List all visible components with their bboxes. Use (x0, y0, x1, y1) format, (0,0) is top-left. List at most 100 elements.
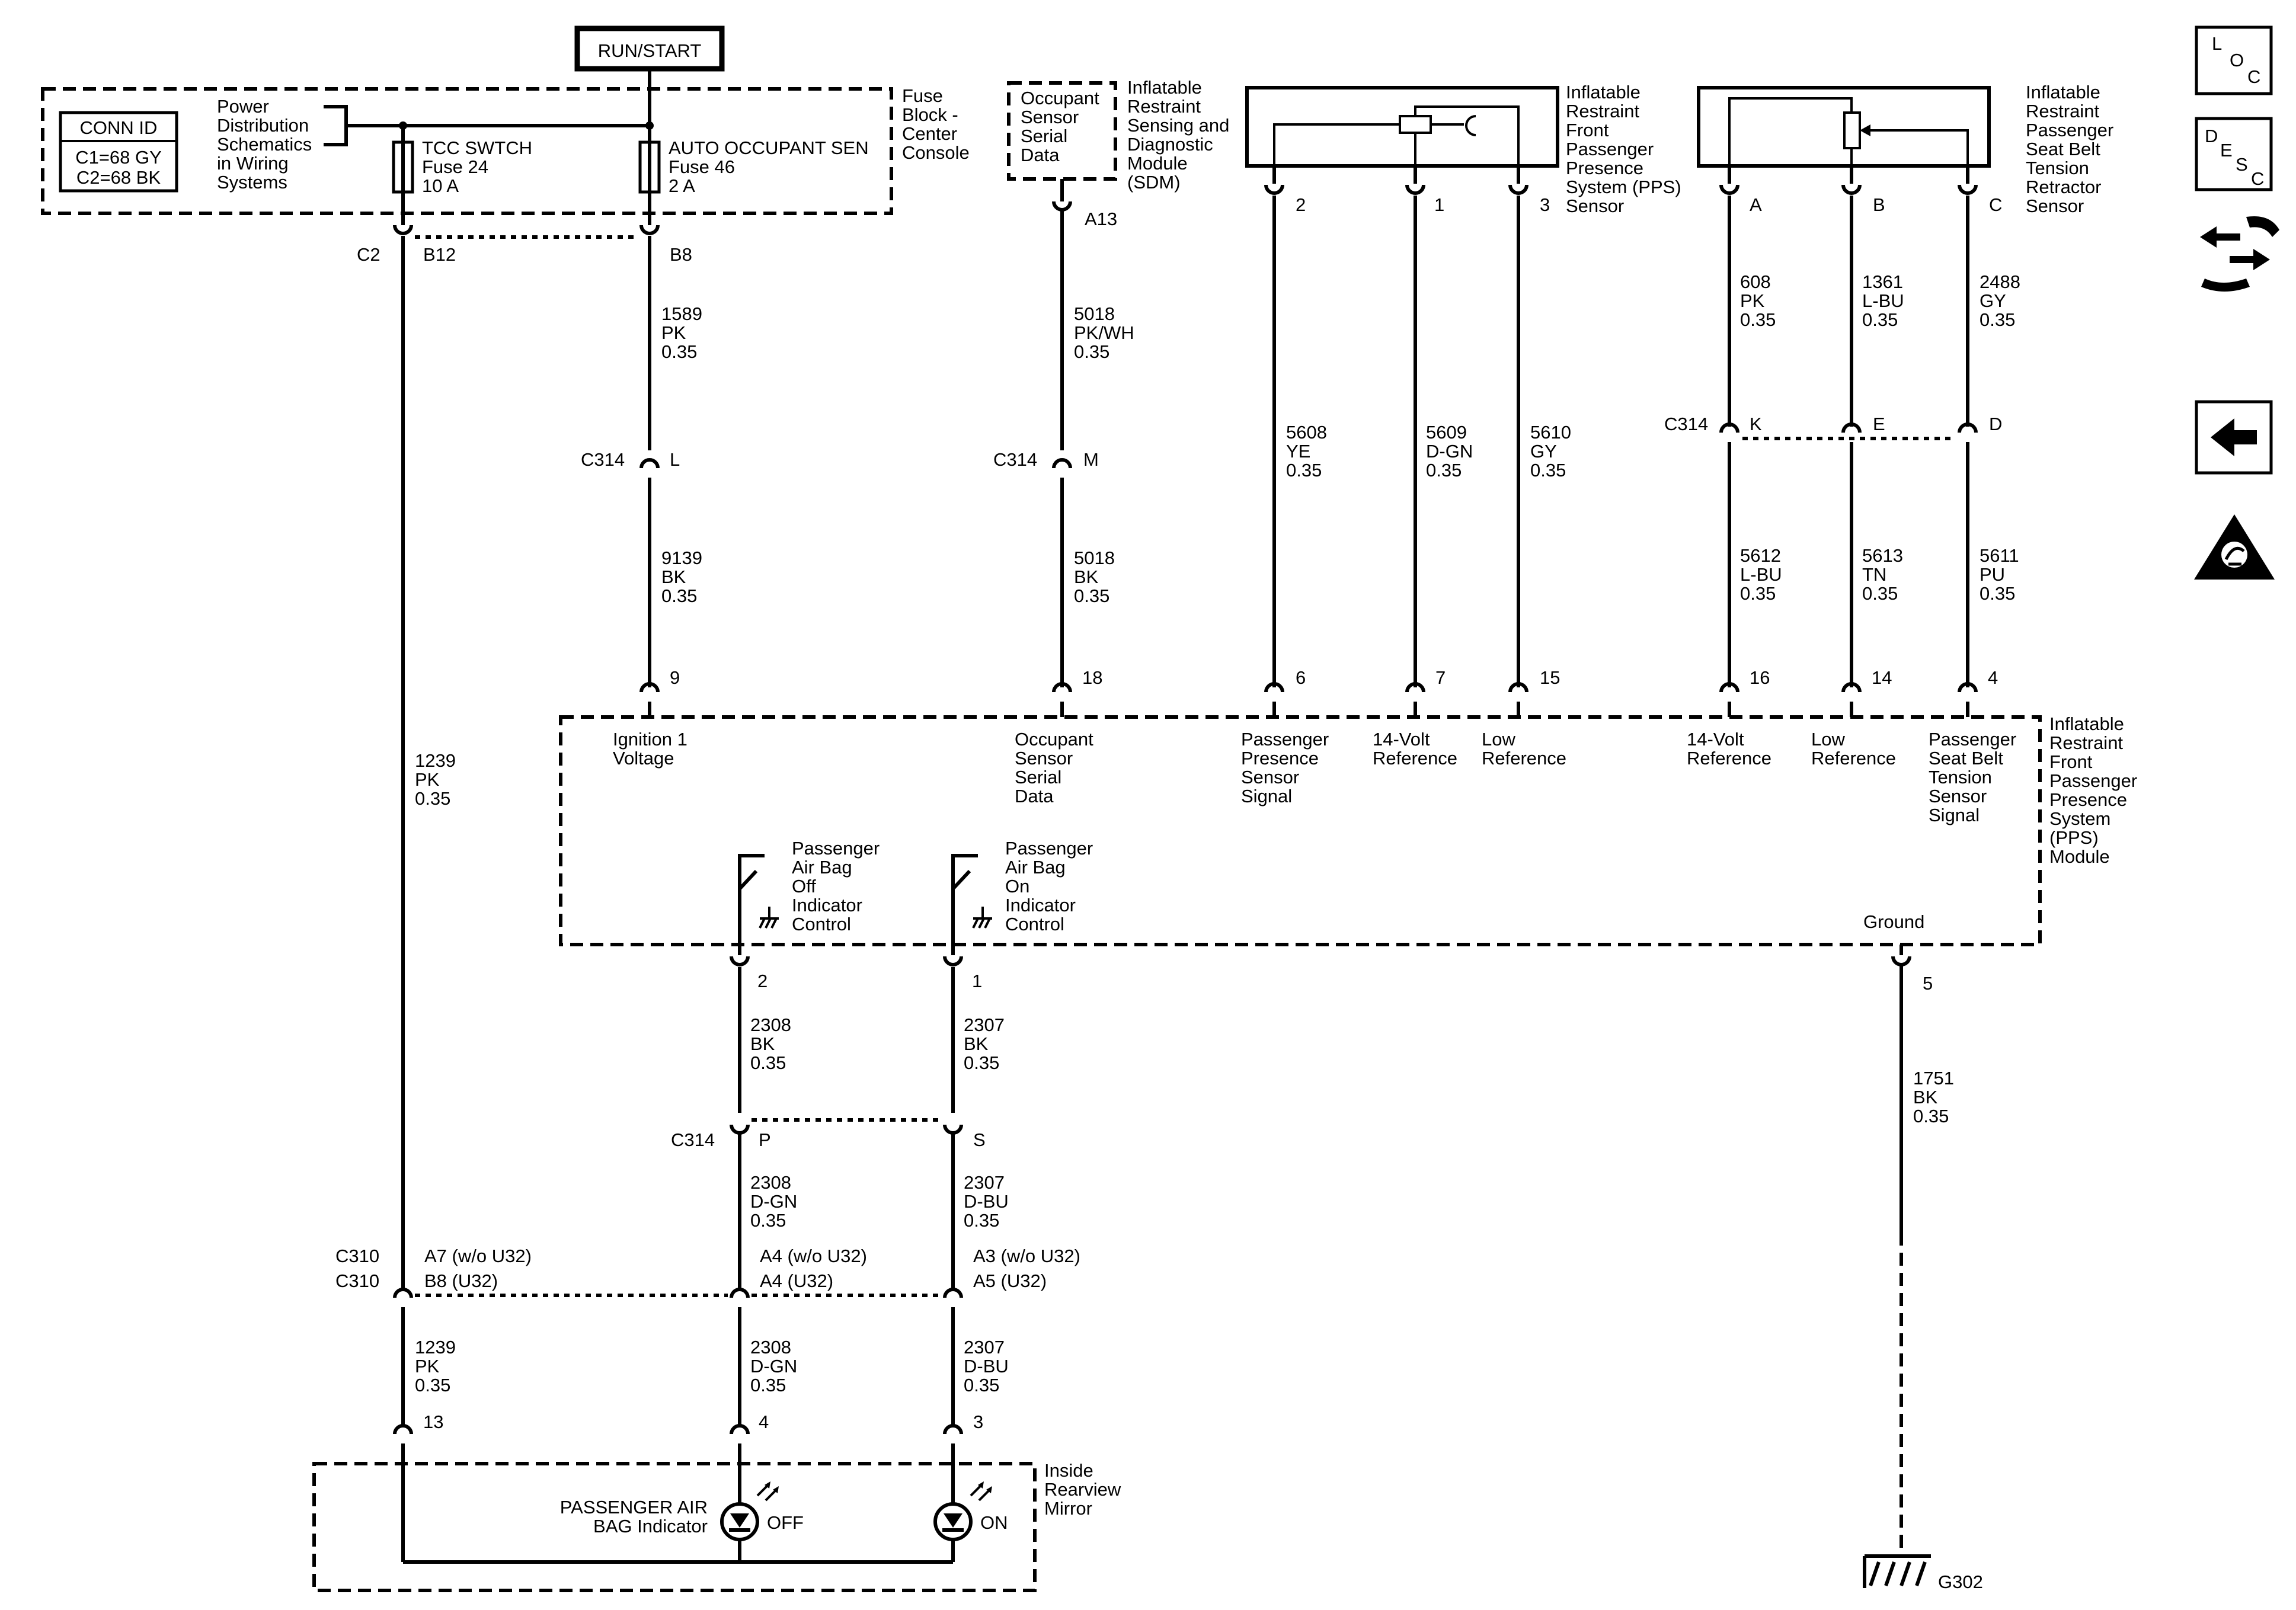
svg-text:Occupant: Occupant (1021, 88, 1099, 108)
module-ref14-b-label: 14-Volt Reference (1687, 729, 1771, 769)
svg-text:Signal: Signal (1929, 805, 1980, 825)
sensor-pin-3: 3 (1540, 194, 1550, 215)
wire-1239-lower-label: 1239 PK 0.35 (415, 1337, 456, 1395)
fuse-block-outline (41, 87, 893, 215)
svg-text:PK: PK (1740, 290, 1765, 311)
svg-text:Ignition 1: Ignition 1 (613, 729, 687, 750)
svg-text:Data: Data (1021, 145, 1060, 165)
svg-text:0.35: 0.35 (964, 1210, 999, 1231)
svg-text:Retractor: Retractor (2026, 177, 2101, 197)
back-arrow-icon[interactable] (2195, 400, 2273, 475)
svg-text:14-Volt: 14-Volt (1687, 729, 1744, 750)
mirror-name: Inside Rearview Mirror (1044, 1460, 1121, 1519)
svg-text:BK: BK (661, 566, 686, 587)
power-distribution-ref[interactable]: Power Distribution Schematics in Wiring … (217, 96, 312, 193)
svg-text:Inflatable: Inflatable (2049, 713, 2124, 734)
svg-text:Restraint: Restraint (2026, 101, 2099, 121)
conn-id-c1: C1=68 GY (75, 147, 162, 168)
wire-2307-upper-label: 2307 BK 0.35 (964, 1014, 1005, 1073)
svg-text:2308: 2308 (750, 1172, 791, 1193)
svg-text:0.35: 0.35 (415, 788, 450, 809)
svg-text:Fuse 46: Fuse 46 (669, 156, 735, 177)
svg-text:1239: 1239 (415, 750, 456, 771)
svg-text:S: S (2236, 154, 2248, 175)
svg-text:0.35: 0.35 (1074, 585, 1109, 606)
svg-text:Fuse: Fuse (902, 85, 943, 106)
desc-button[interactable]: D E S C (2195, 117, 2273, 191)
sdm-box (1007, 81, 1117, 181)
svg-text:0.35: 0.35 (1074, 341, 1109, 362)
svg-text:0.35: 0.35 (1980, 309, 2015, 330)
svg-text:5611: 5611 (1980, 545, 2019, 566)
off-indicator-control-label: Passenger Air Bag Off Indicator Control (792, 838, 880, 934)
svg-text:1751: 1751 (1913, 1068, 1954, 1089)
svg-text:Low: Low (1811, 729, 1845, 750)
svg-text:Console: Console (902, 142, 970, 163)
connector-c314-m: C314 (993, 449, 1037, 470)
wire-5612-label: 5612 L-BU 0.35 (1740, 545, 1782, 604)
svg-text:AUTO OCCUPANT SEN: AUTO OCCUPANT SEN (669, 137, 869, 158)
run-start-label: RUN/START (598, 40, 702, 61)
conn-id-c2: C2=68 BK (76, 167, 161, 188)
on-indicator-switch (951, 854, 992, 933)
svg-text:0.35: 0.35 (964, 1052, 999, 1073)
svg-text:Module: Module (2049, 846, 2110, 867)
svg-text:5018: 5018 (1074, 548, 1115, 568)
svg-text:Distribution: Distribution (217, 115, 309, 136)
svg-text:5609: 5609 (1426, 422, 1467, 443)
module-serial-label: Occupant Sensor Serial Data (1015, 729, 1093, 806)
svg-text:in Wiring: in Wiring (217, 153, 289, 174)
svg-text:Data: Data (1015, 786, 1054, 806)
svg-text:2488: 2488 (1980, 271, 2020, 292)
svg-text:5612: 5612 (1740, 545, 1781, 566)
module-pin-5: 5 (1923, 973, 1933, 994)
fuse-block-label: Fuse Block - Center Console (902, 85, 970, 163)
svg-text:1589: 1589 (661, 303, 702, 324)
svg-text:2308: 2308 (750, 1014, 791, 1035)
svg-text:BK: BK (1074, 566, 1099, 587)
pin-a4-wo: A4 (w/o U32) (760, 1246, 867, 1266)
esd-warning-icon[interactable] (2194, 514, 2275, 580)
sensor-pin-b: B (1873, 194, 1885, 215)
wire-2308-lower-label: 2308 D-GN 0.35 (750, 1337, 797, 1395)
svg-text:D-BU: D-BU (964, 1356, 1009, 1377)
module-tension-label: Passenger Seat Belt Tension Sensor Signa… (1929, 729, 2016, 825)
svg-text:Systems: Systems (217, 172, 287, 193)
svg-text:Module: Module (1127, 153, 1188, 174)
svg-text:Voltage: Voltage (613, 748, 674, 769)
ground-g302-label: G302 (1938, 1571, 1983, 1592)
svg-text:PK: PK (415, 1356, 440, 1377)
pin-e: E (1873, 414, 1885, 434)
connector-c2: C2 (357, 244, 380, 265)
pin-4: 4 (1988, 667, 1998, 688)
module-pin-1: 1 (972, 971, 982, 991)
svg-text:2308: 2308 (750, 1337, 791, 1358)
svg-text:2307: 2307 (964, 1337, 1005, 1358)
svg-text:GY: GY (1530, 441, 1557, 462)
connector-end-view-icon[interactable] (2200, 216, 2279, 292)
svg-text:Low: Low (1482, 729, 1515, 750)
svg-text:Restraint: Restraint (1127, 96, 1201, 117)
svg-text:0.35: 0.35 (1286, 460, 1322, 481)
sensor-pin-c: C (1989, 194, 2002, 215)
svg-text:Sensor: Sensor (1015, 748, 1073, 769)
conn-id-title: CONN ID (80, 117, 158, 138)
pin-p: P (759, 1129, 771, 1150)
loc-button[interactable]: L O C (2195, 25, 2273, 95)
module-pin-2: 2 (757, 971, 768, 991)
wire-1239-upper-label: 1239 PK 0.35 (415, 750, 456, 809)
svg-text:0.35: 0.35 (661, 341, 697, 362)
svg-text:Mirror: Mirror (1044, 1498, 1092, 1519)
svg-text:Fuse 24: Fuse 24 (422, 156, 488, 177)
svg-text:Passenger: Passenger (2049, 770, 2137, 791)
wire-5608-label: 5608 YE 0.35 (1286, 422, 1327, 481)
svg-text:Tension: Tension (1929, 767, 1992, 788)
svg-text:Indicator: Indicator (1005, 895, 1076, 916)
svg-text:0.35: 0.35 (750, 1210, 786, 1231)
svg-text:Indicator: Indicator (792, 895, 862, 916)
svg-text:Presence: Presence (1241, 748, 1319, 769)
svg-text:Sensor: Sensor (1241, 767, 1299, 788)
svg-text:BK: BK (750, 1033, 775, 1054)
svg-text:10 A: 10 A (422, 175, 459, 196)
wire-5613-label: 5613 TN 0.35 (1862, 545, 1903, 604)
